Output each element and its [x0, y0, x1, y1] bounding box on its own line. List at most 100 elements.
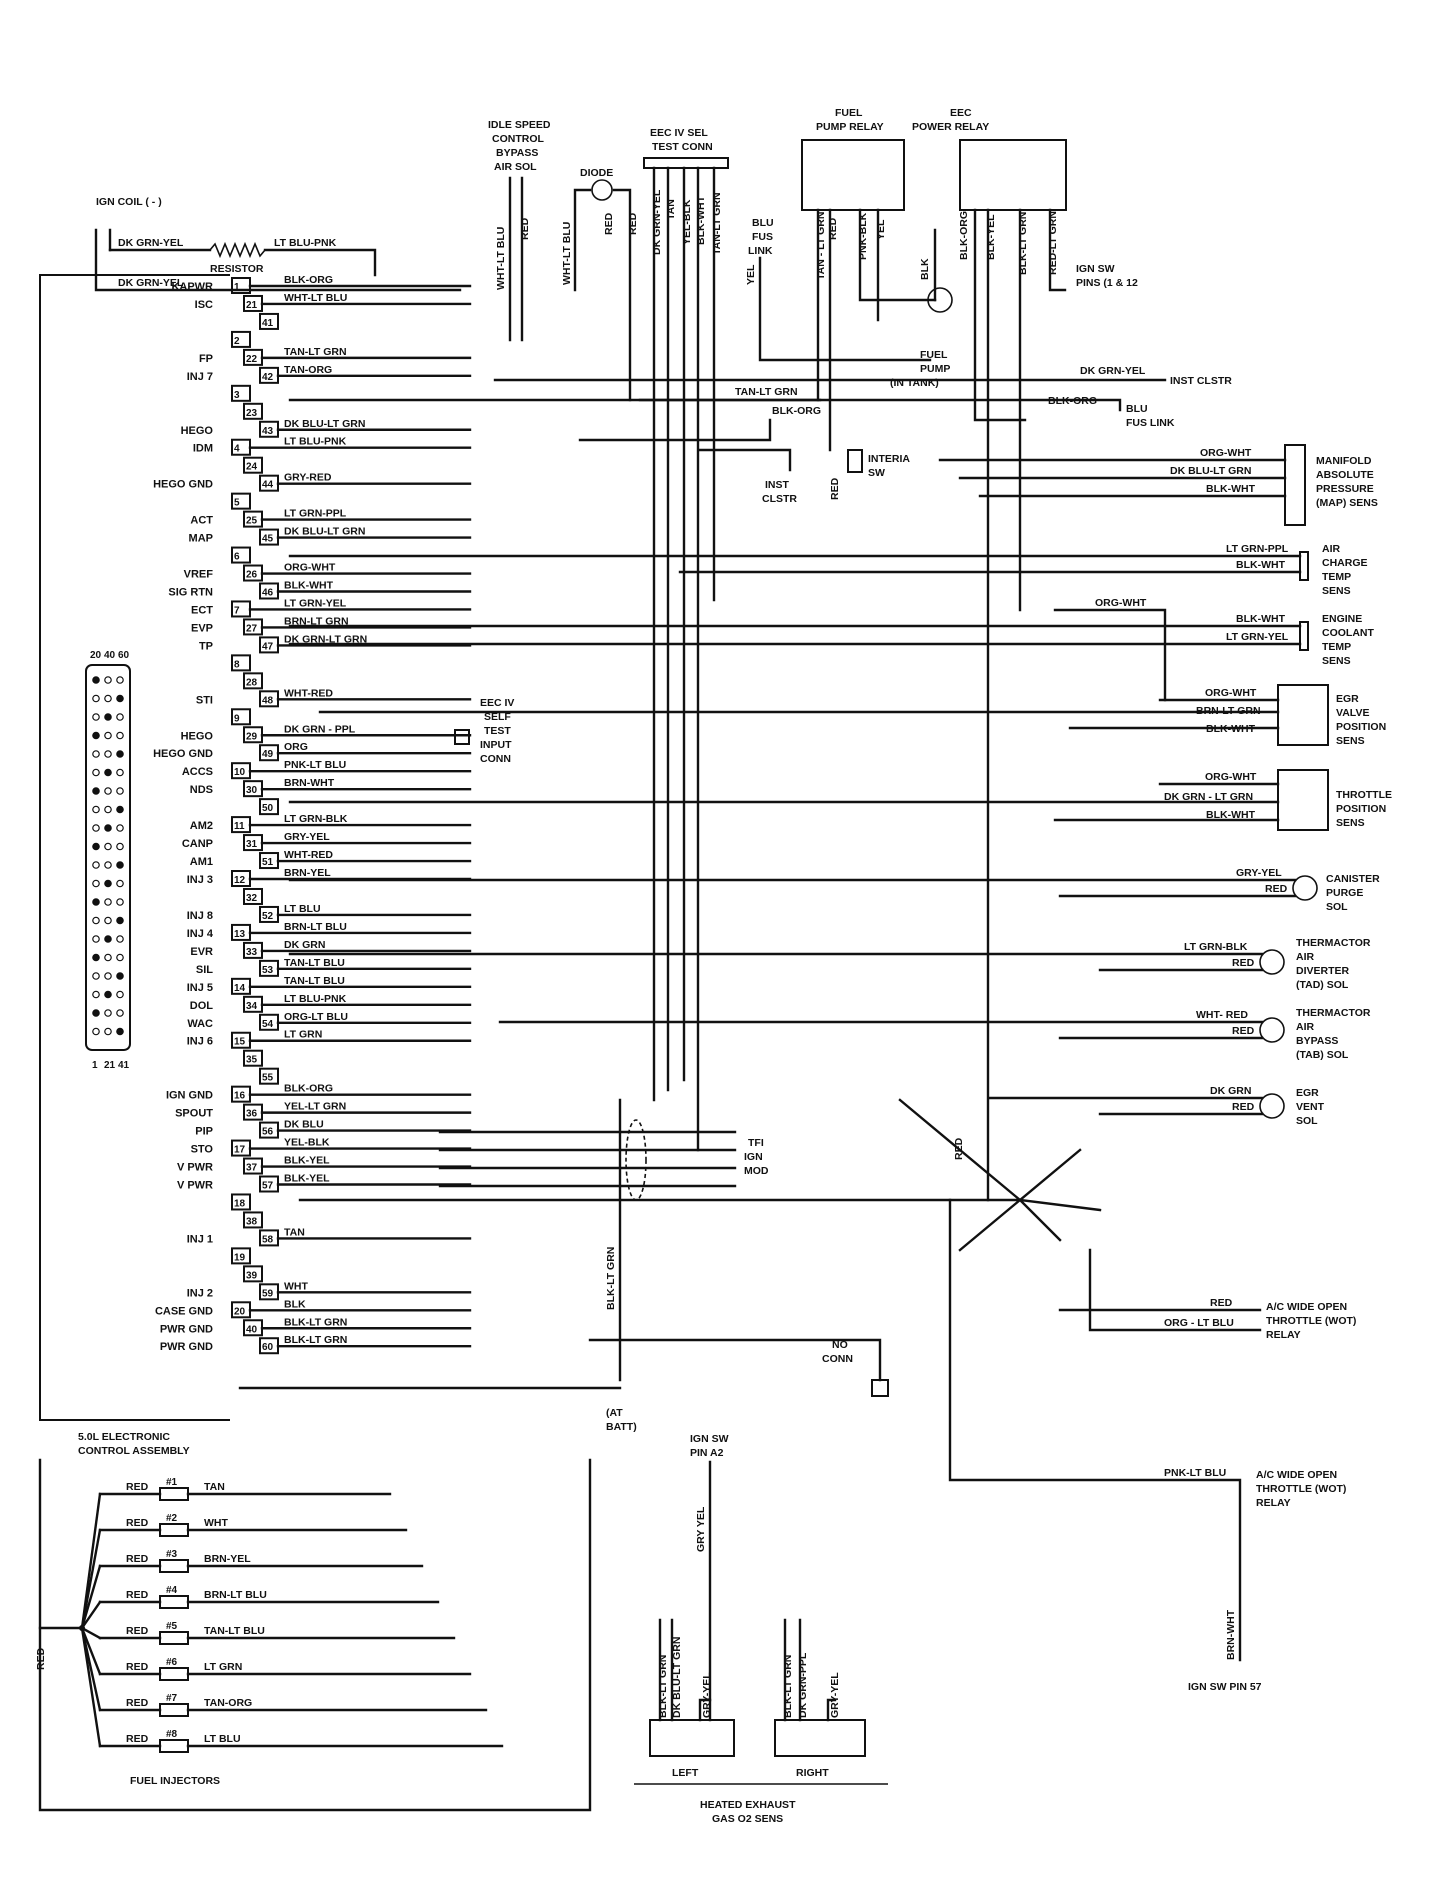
ecu-pin-wire-label: DK BLU — [284, 1119, 324, 1131]
ecu-pin-wire-label: DK GRN-LT GRN — [284, 633, 367, 645]
ecu-pin-number: 60 — [262, 1342, 274, 1353]
injector-feed-wire — [80, 1528, 102, 1630]
ecu-connector-pin — [92, 824, 100, 832]
ecu-pin-number: 29 — [246, 731, 258, 742]
injector-body — [159, 1523, 189, 1537]
wot2-wire: PNK-LT BLU — [1164, 1467, 1226, 1479]
ecu-connector-pin — [92, 805, 100, 814]
tps-l1: THROTTLE — [1336, 789, 1392, 801]
ecu-pin-number: 50 — [262, 803, 274, 814]
ecu-pin-number: 37 — [246, 1163, 258, 1174]
ecu-connector-pin — [116, 861, 124, 869]
ecu-connector-pin — [116, 713, 124, 721]
tfi-l3: MOD — [744, 1165, 769, 1177]
ecu-pin-number: 13 — [234, 929, 246, 940]
fuel-pump-l2: PUMP — [920, 363, 950, 375]
ecu-pin-signal: ACCS — [182, 766, 213, 778]
ecu-pin-wire-label: GRY-RED — [284, 472, 332, 484]
ecu-pin-signal: V PWR — [177, 1162, 213, 1174]
wot-l2: THROTTLE (WOT) — [1266, 1315, 1356, 1327]
ecu-pin-signal: SIG RTN — [168, 586, 213, 598]
ecu-connector-pin — [92, 768, 100, 777]
ecu-pin-signal: HEGO — [181, 730, 214, 742]
injector-feed-wire — [80, 1626, 102, 1748]
ecu-pin-signal: NDS — [190, 784, 213, 796]
isc-wire-2: RED — [519, 217, 531, 240]
injector-feed-wire — [80, 1626, 102, 1640]
injector-right-label: TAN-ORG — [204, 1697, 252, 1709]
ecu-connector-pin — [104, 694, 112, 703]
ecu-pin-wire-label: DK GRN — [284, 939, 325, 951]
tab-l1: THERMACTOR — [1296, 1007, 1371, 1019]
ecu-connector-pin — [116, 953, 124, 962]
injector-number: #7 — [166, 1693, 178, 1704]
egr-l4: SENS — [1336, 735, 1365, 747]
blu-fus-l2: FUS — [752, 231, 773, 243]
conn-label-1: 1 — [92, 1060, 98, 1071]
ecu-pin-wire-label: BRN-YEL — [284, 867, 331, 879]
diode-label: DIODE — [580, 167, 613, 179]
ecu-pin-number: 49 — [262, 749, 274, 760]
ecu-pin-signal: V PWR — [177, 1180, 213, 1192]
ecu-pin-box — [231, 330, 251, 348]
ecu-connector-pin — [92, 750, 100, 758]
ecu-connector-pin — [104, 731, 112, 740]
gry-yel-label: GRY YEL — [695, 1506, 707, 1552]
ecu-pin-signal: STO — [191, 1144, 214, 1156]
egr-l1: EGR — [1336, 693, 1359, 705]
ecu-pin-signal: HEGO GND — [153, 479, 213, 491]
test-conn-l1: EEC IV SEL — [650, 127, 708, 139]
ect-wire-2: LT GRN-YEL — [1226, 631, 1289, 643]
ecu-pin-number: 46 — [262, 587, 274, 598]
ecu-pin-signal: EVP — [191, 622, 213, 634]
ecu-pin-number: 3 — [234, 390, 240, 401]
ecu-pin-number: 48 — [262, 695, 274, 706]
injector-number: #2 — [166, 1513, 178, 1524]
injector-right-label: LT GRN — [204, 1661, 242, 1673]
sti-conn-l1: EEC IV — [480, 697, 514, 709]
ecu-pin-wire-label: ORG — [284, 741, 308, 753]
ecu-pin-number: 36 — [246, 1109, 258, 1120]
test-conn-wire-3: YEL-BLK — [681, 199, 693, 245]
ecu-connector-pin — [92, 898, 100, 906]
test-conn-wire-4: BLK-WHT — [695, 195, 707, 245]
ecu-pin-signal: INJ 8 — [187, 910, 213, 922]
tab-wire-1: WHT- RED — [1196, 1009, 1248, 1021]
ecu-connector-pin — [92, 694, 100, 703]
tad-l2: AIR — [1296, 951, 1315, 963]
ecu-pin-signal: ACT — [190, 515, 213, 527]
mid-blk-org: BLK-ORG — [772, 405, 821, 417]
blu-fus-link2-l1: BLU — [1126, 403, 1148, 415]
ign-sw-pins-l1: IGN SW — [1076, 263, 1115, 275]
center-components: EEC IV SELF TEST INPUT CONN TFI IGN MOD … — [35, 697, 1346, 1722]
ecu-pin-signal: HEGO — [181, 425, 214, 437]
wot2-l2: THROTTLE (WOT) — [1256, 1483, 1346, 1495]
ecu-pin-wire-label: LT BLU — [284, 903, 321, 915]
canp-l3: SOL — [1326, 901, 1348, 913]
ecu-pin-wire-label: LT GRN-PPL — [284, 508, 347, 520]
ecu-pin-wire-label: LT GRN-BLK — [284, 813, 348, 825]
ecu-connector-pin — [92, 1027, 100, 1036]
ecu-connector-pin — [116, 1027, 124, 1036]
injector-left-label: RED — [126, 1733, 149, 1745]
ecu-pin-number: 12 — [234, 875, 246, 886]
ecu-pin-number: 1 — [234, 282, 240, 293]
ecu-pin-wire-label: LT BLU-PNK — [284, 993, 347, 1005]
ecu-pin-number: 40 — [246, 1324, 258, 1335]
ect-l2: COOLANT — [1322, 627, 1374, 639]
ecu-title-line1: 5.0L ELECTRONIC — [78, 1431, 170, 1443]
ecu-pin-wire-label: BLK-ORG — [284, 1083, 333, 1095]
ecu-connector-pin — [104, 787, 112, 795]
diode-wire-2: RED — [603, 212, 615, 235]
injector-number: #3 — [166, 1549, 178, 1560]
ecu-pin-number: 53 — [262, 965, 274, 976]
no-conn-l2: CONN — [822, 1353, 853, 1365]
test-conn-l2: TEST CONN — [652, 141, 713, 153]
ecu-connector-pin — [104, 824, 112, 832]
wot2-l3: RELAY — [1256, 1497, 1291, 1509]
map-l1: MANIFOLD — [1316, 455, 1372, 467]
ign-coil-label: IGN COIL ( - ) — [96, 196, 162, 208]
ecu-connector-pin — [92, 842, 100, 851]
ecu-pin-number: 42 — [262, 372, 274, 383]
